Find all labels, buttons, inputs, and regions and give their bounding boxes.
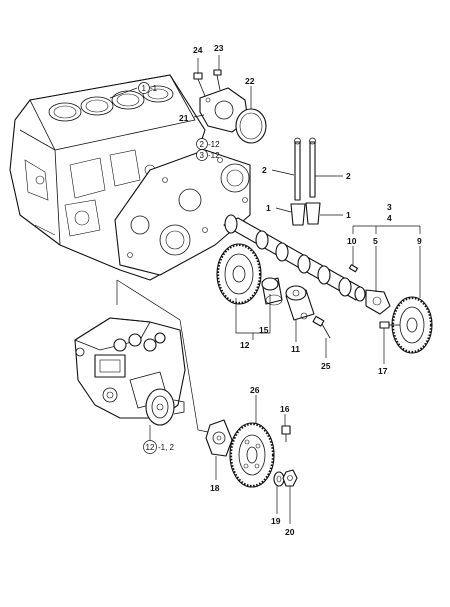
- callouts: 24 23 22 21 2 2 1 1 3 4 10 5 9 15 12 11 …: [179, 43, 422, 537]
- callout-12: 12: [240, 340, 250, 350]
- svg-text:3: 3: [200, 151, 205, 160]
- callout-24: 24: [193, 45, 203, 55]
- tappets: [290, 202, 321, 226]
- callout-22: 22: [245, 76, 255, 86]
- callout-10: 10: [347, 236, 357, 246]
- callout-2-right: 2: [346, 171, 351, 181]
- callout-19: 19: [271, 516, 281, 526]
- bolt-16: [281, 425, 291, 442]
- washer: [273, 471, 285, 487]
- callout-9: 9: [417, 236, 422, 246]
- svg-text:1: 1: [142, 84, 147, 93]
- svg-text:-12: -12: [208, 140, 220, 149]
- callout-1-right: 1: [346, 210, 351, 220]
- bolt-17: [379, 321, 400, 329]
- bolt-25: [312, 315, 331, 339]
- pump-gear-hub: [205, 419, 233, 457]
- o-ring: [235, 108, 267, 144]
- nut: [282, 469, 298, 487]
- callout-23: 23: [214, 43, 224, 53]
- callout-17: 17: [378, 366, 388, 376]
- idler-bushing: [261, 277, 283, 306]
- camshaft: [223, 214, 366, 302]
- thrust-plate: [365, 289, 391, 315]
- push-rods: [294, 137, 316, 201]
- cylinder-block: [9, 74, 251, 281]
- svg-text:12: 12: [146, 443, 155, 452]
- callout-18: 18: [210, 483, 220, 493]
- ref-2-12: 2 -12: [196, 138, 220, 150]
- fuel-injection-pump: [74, 317, 186, 426]
- idler-shaft: [285, 285, 315, 321]
- bolt-24: [193, 72, 206, 97]
- svg-text:-1: -1: [150, 84, 158, 93]
- callout-2-left: 2: [262, 165, 267, 175]
- ref-pump-12: 12 -1, 2: [143, 440, 175, 454]
- svg-text:-12: -12: [208, 151, 220, 160]
- callout-26: 26: [250, 385, 260, 395]
- ref-cylinder-block: 1 -1: [138, 82, 158, 94]
- svg-text:2: 2: [200, 140, 205, 149]
- callout-1-left: 1: [266, 203, 271, 213]
- callout-3: 3: [387, 202, 392, 212]
- key: [348, 264, 359, 273]
- callout-16: 16: [280, 404, 290, 414]
- callout-4: 4: [387, 213, 392, 223]
- ref-3-12: 3 -12: [196, 149, 220, 161]
- svg-text:-1, 2: -1, 2: [158, 443, 175, 452]
- callout-21: 21: [179, 113, 189, 123]
- fuel-pump-gear: [229, 422, 275, 488]
- camshaft-gear: [391, 296, 433, 354]
- idler-gear: [216, 243, 262, 305]
- callout-5: 5: [373, 236, 378, 246]
- callout-11: 11: [291, 344, 300, 354]
- leader-lines: [109, 55, 421, 524]
- callout-25: 25: [321, 361, 331, 371]
- bolt-23: [213, 69, 222, 91]
- callout-20: 20: [285, 527, 295, 537]
- callout-15: 15: [259, 325, 269, 335]
